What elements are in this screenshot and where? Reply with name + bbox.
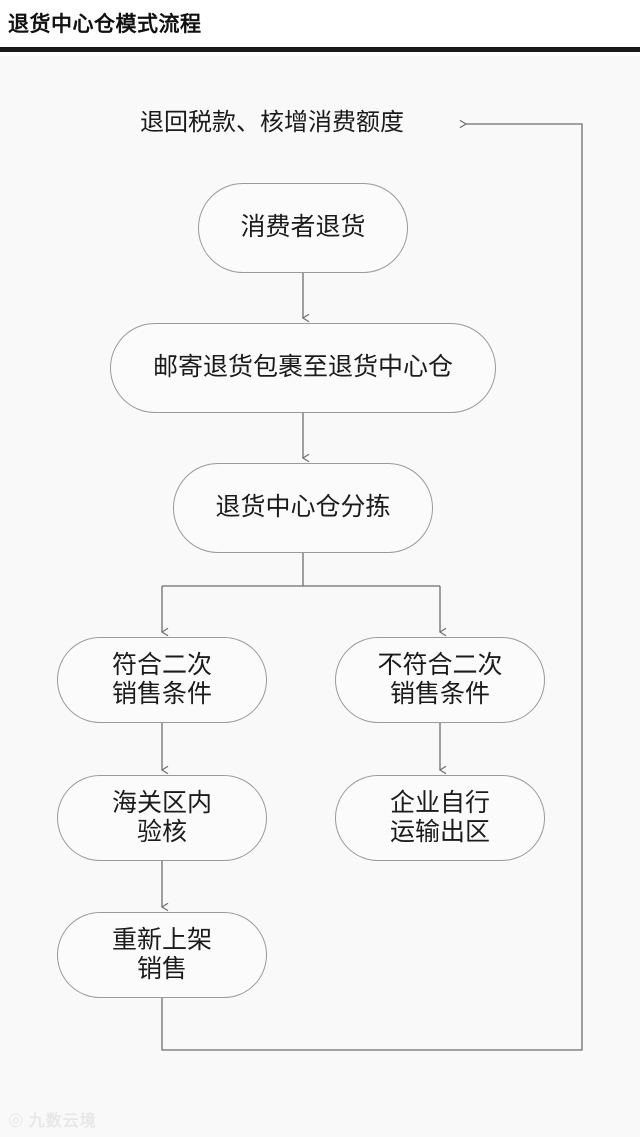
- node-reshelve-for-sale[interactable]: 重新上架 销售: [57, 912, 267, 998]
- node-consumer-return[interactable]: 消费者退货: [198, 183, 408, 273]
- node-mail-parcel[interactable]: 邮寄退货包裹至退货中心仓: [110, 323, 496, 413]
- header-divider: [0, 47, 640, 52]
- node-not-eligible-for-resale[interactable]: 不符合二次 销售条件: [335, 637, 545, 723]
- node-sorting[interactable]: 退货中心仓分拣: [173, 463, 433, 553]
- flowchart-canvas: 退回税款、核增消费额度 消费者退货 邮寄退货包裹至退货中心仓 退货中心仓分拣 符…: [0, 56, 640, 1137]
- page-header: 退货中心仓模式流程: [0, 0, 640, 56]
- page-title: 退货中心仓模式流程: [8, 13, 202, 36]
- flow-connectors: [160, 119, 583, 1051]
- node-customs-verification[interactable]: 海关区内 验核: [57, 775, 267, 861]
- node-self-transport-out[interactable]: 企业自行 运输出区: [335, 775, 545, 861]
- return-loop-label: 退回税款、核增消费额度: [140, 110, 404, 136]
- connector-return-loop: [161, 119, 583, 1051]
- node-eligible-for-resale[interactable]: 符合二次 销售条件: [57, 637, 267, 723]
